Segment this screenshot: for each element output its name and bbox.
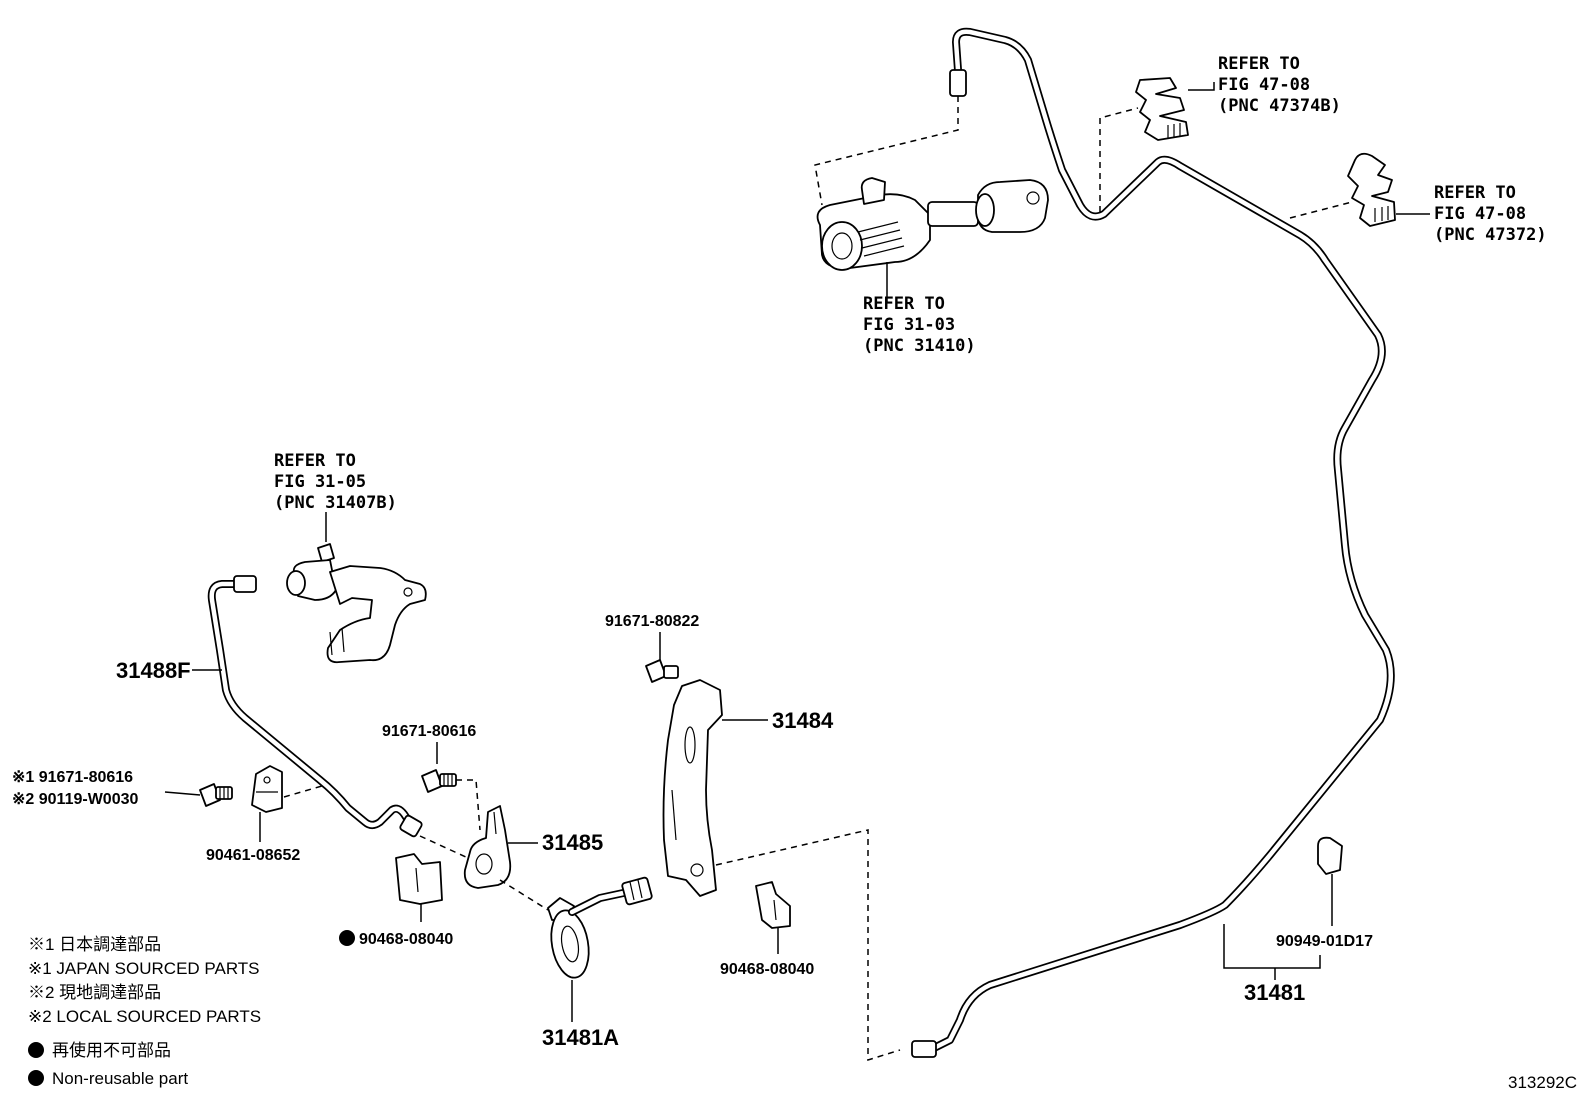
refer-mc-line3[interactable]: (PNC 31410) — [863, 336, 976, 356]
non-reusable-marker-legend-2 — [28, 1070, 44, 1086]
bracket-31485-illustration[interactable] — [463, 805, 512, 889]
label-clip-08040-b[interactable]: 90468-08040 — [720, 961, 814, 978]
bracket-31484-illustration[interactable] — [662, 679, 723, 897]
clamp-90949-01D17-illustration — [1317, 836, 1343, 875]
legend-line-3: ※2 現地調達部品 — [28, 983, 161, 1002]
label-bolt-note2[interactable]: ※2 90119-W0030 — [12, 791, 138, 808]
mc-dashed-leader — [814, 96, 959, 206]
hose-31481A-illustration[interactable] — [546, 876, 653, 981]
clamp-47372-illustration — [1347, 152, 1396, 227]
pipe-31481[interactable] — [911, 27, 1395, 1058]
clip-08652-dash — [283, 785, 323, 798]
bolt-80616-illustration — [421, 769, 457, 793]
refer-clamp-b-line1[interactable]: REFER TO — [1434, 183, 1516, 203]
31484-dash — [715, 829, 901, 1062]
pipe-fitting-top — [949, 69, 967, 97]
label-31484[interactable]: 31484 — [772, 708, 834, 733]
refer-clamp-a-line2[interactable]: FIG 47-08 — [1218, 75, 1310, 95]
label-31485[interactable]: 31485 — [542, 830, 603, 855]
bolt-80616-dash — [456, 779, 481, 831]
clamp-a-leader — [1188, 82, 1215, 91]
bolt-left-illustration — [199, 783, 233, 807]
label-bolt-80616[interactable]: 91671-80616 — [382, 723, 476, 740]
refer-clamp-a-line3[interactable]: (PNC 47374B) — [1218, 96, 1341, 116]
label-clip-08040-a[interactable]: 90468-08040 — [359, 931, 453, 948]
label-31488F[interactable]: 31488F — [116, 658, 191, 683]
refer-release-line1[interactable]: REFER TO — [274, 451, 356, 471]
legend-line-4: ※2 LOCAL SOURCED PARTS — [28, 1007, 261, 1026]
31485-dash-b — [499, 879, 549, 911]
clamp-a-dashed-leader — [1099, 107, 1139, 212]
refer-mc-line1[interactable]: REFER TO — [863, 294, 945, 314]
label-bolt-note1[interactable]: ※1 91671-80616 — [12, 769, 133, 786]
clamp-47374b-illustration — [1135, 77, 1189, 141]
legend-line-2: ※1 JAPAN SOURCED PARTS — [28, 959, 260, 978]
refer-clamp-b-line2[interactable]: FIG 47-08 — [1434, 204, 1526, 224]
figure-id: 313292C — [1508, 1073, 1577, 1092]
31485-dash-a — [419, 835, 469, 859]
clip-08040-b-illustration — [755, 881, 791, 929]
label-clamp-01D17[interactable]: 90949-01D17 — [1276, 933, 1373, 950]
legend: ※1 日本調達部品 ※1 JAPAN SOURCED PARTS ※2 現地調達… — [28, 935, 261, 1088]
clip-08040-a-illustration — [395, 853, 443, 905]
label-clip-08652[interactable]: 90461-08652 — [206, 847, 300, 864]
refer-clamp-b-line3[interactable]: (PNC 47372) — [1434, 225, 1547, 245]
clip-90461-08652-illustration — [251, 765, 283, 813]
bolt-left-leader — [164, 791, 201, 796]
legend-line-5: 再使用不可部品 — [52, 1040, 171, 1060]
label-31481[interactable]: 31481 — [1244, 980, 1305, 1005]
non-reusable-marker-legend-1 — [28, 1042, 44, 1058]
release-bracket-illustration — [286, 543, 427, 664]
non-reusable-marker-a — [339, 930, 355, 946]
master-cylinder-illustration — [816, 177, 1049, 271]
label-bolt-80822[interactable]: 91671-80822 — [605, 613, 699, 630]
refer-clamp-a-line1[interactable]: REFER TO — [1218, 54, 1300, 74]
clamp-b-dashed-leader — [1289, 201, 1353, 219]
31481-bracket-leader — [1223, 924, 1321, 969]
refer-mc-line2[interactable]: FIG 31-03 — [863, 315, 955, 335]
refer-release-line2[interactable]: FIG 31-05 — [274, 472, 366, 492]
pipe-31488F[interactable] — [207, 575, 423, 838]
refer-release-line3[interactable]: (PNC 31407B) — [274, 493, 397, 513]
legend-line-1: ※1 日本調達部品 — [28, 935, 161, 954]
label-31481A[interactable]: 31481A — [542, 1025, 619, 1050]
pipe-fitting-bottom — [911, 1040, 937, 1058]
legend-line-6: Non-reusable part — [52, 1069, 188, 1088]
bolt-80822-illustration — [645, 659, 679, 683]
